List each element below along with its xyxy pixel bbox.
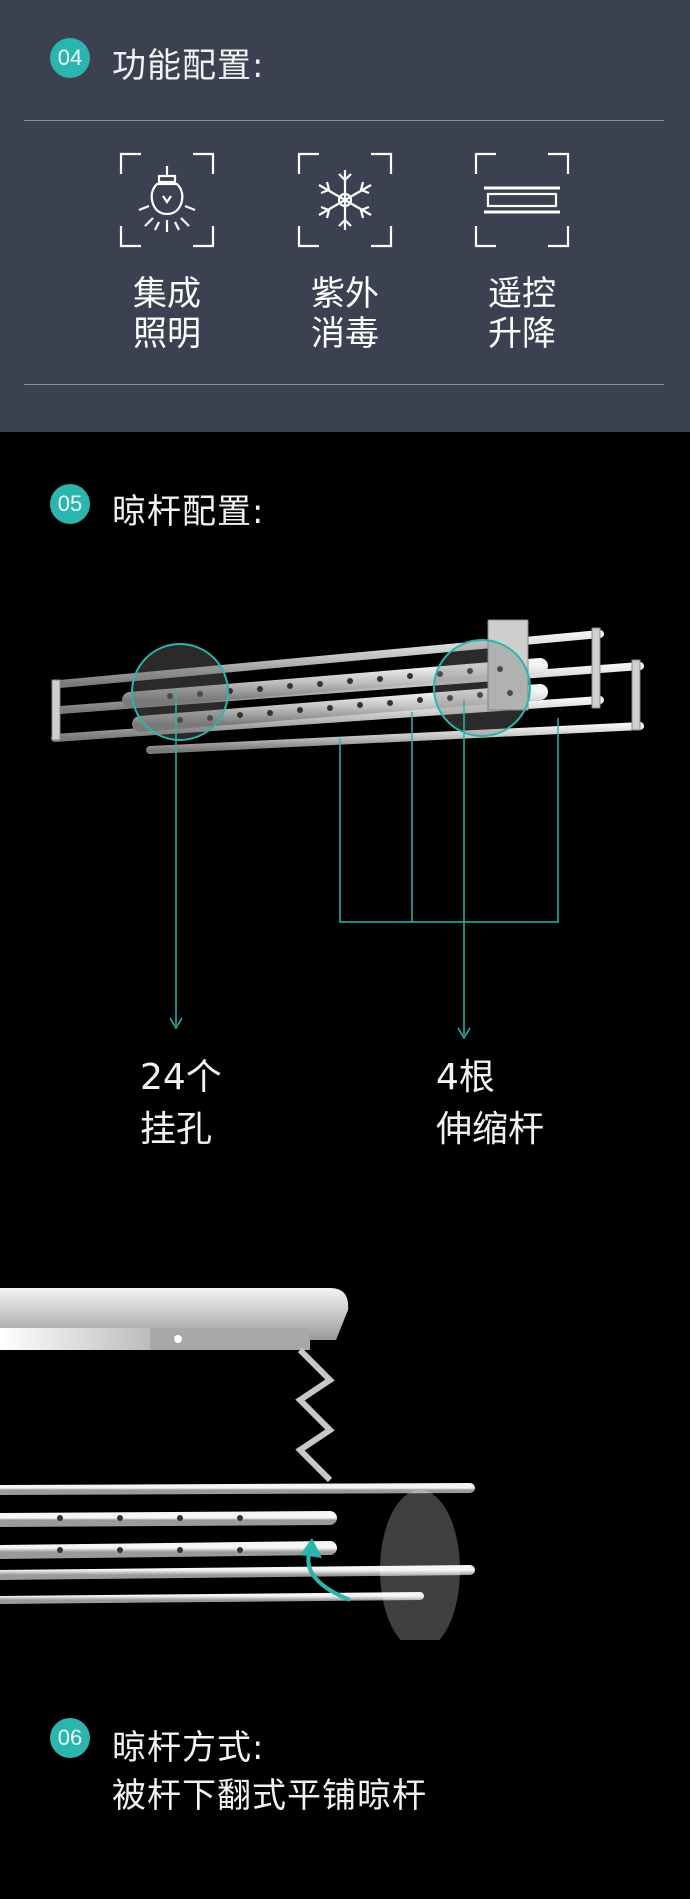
feature-config-section: 04 功能配置: 集成 照明 xyxy=(0,0,690,432)
folding-rack-illustration xyxy=(0,1288,475,1640)
section-number-badge: 06 xyxy=(50,1718,90,1758)
section-title: 功能配置: xyxy=(112,46,265,86)
divider-bottom xyxy=(24,384,664,385)
drying-rack-illustration xyxy=(51,619,644,1040)
section-title: 晾杆方式: xyxy=(112,1728,265,1768)
feature-label: 紫外 消毒 xyxy=(311,274,379,354)
section-number-badge: 04 xyxy=(50,38,90,78)
section-title: 晾杆配置: xyxy=(112,492,265,532)
callout-telescopic-rods: 4根 伸缩杆 xyxy=(436,1057,545,1150)
snowflake-icon xyxy=(297,152,393,248)
bulb-icon xyxy=(119,152,215,248)
section-subtitle: 被杆下翻式平铺晾杆 xyxy=(112,1776,427,1816)
divider-top xyxy=(24,120,664,121)
feature-lighting: 集成 照明 xyxy=(107,152,227,354)
section-number-badge: 05 xyxy=(50,484,90,524)
lift-icon xyxy=(474,152,570,248)
feature-remote-lift: 遥控 升降 xyxy=(462,152,582,354)
feature-label: 遥控 升降 xyxy=(488,274,556,354)
callout-hanging-holes: 24个 挂孔 xyxy=(140,1057,222,1150)
feature-label: 集成 照明 xyxy=(133,274,201,354)
feature-uv-disinfection: 紫外 消毒 xyxy=(285,152,405,354)
